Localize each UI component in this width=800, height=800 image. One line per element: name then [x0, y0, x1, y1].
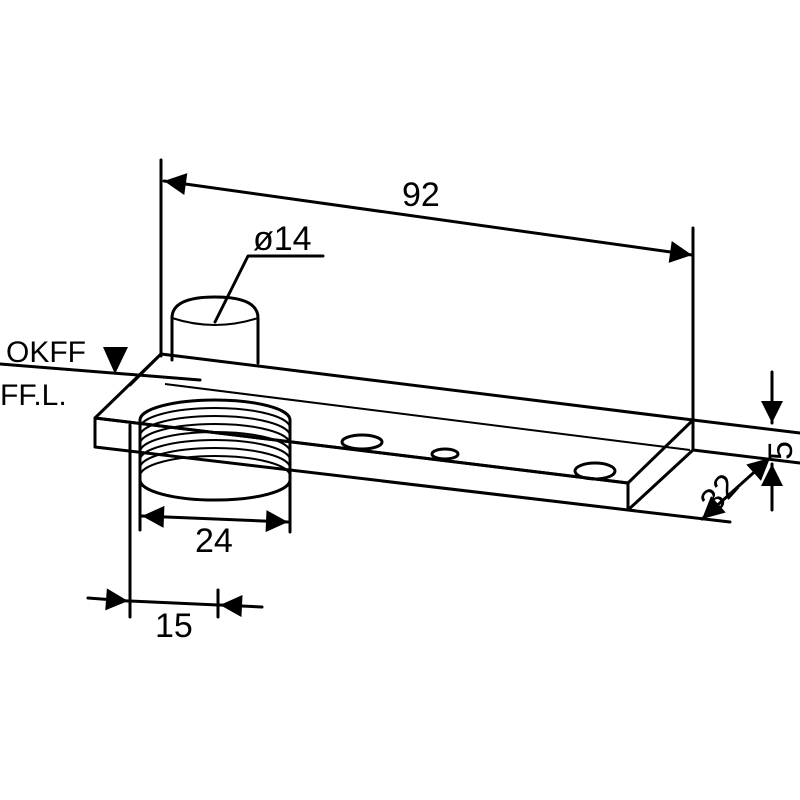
mounting-hole [573, 461, 617, 481]
dimension-5: 5 [761, 370, 800, 512]
pin-diameter-label: ø14 [253, 220, 312, 258]
mounting-hole [430, 447, 460, 461]
mounting-hole [340, 433, 384, 451]
dimension-length-label: 92 [402, 176, 440, 214]
dimension-15: 15 [86, 588, 264, 645]
thread-diameter-label: 24 [195, 522, 233, 560]
floor-level-marker: OKFF FF.L. [0, 336, 202, 412]
level-triangle-icon [103, 347, 128, 374]
dimension-24: 24 [140, 505, 290, 560]
width-label: 32 [693, 467, 747, 521]
ffl-label: FF.L. [0, 379, 67, 412]
okff-label: OKFF [6, 336, 86, 369]
dimension-92: 92 [162, 173, 694, 263]
thickness-label: 5 [762, 441, 800, 460]
threaded-bush [138, 398, 292, 502]
base-plate [93, 352, 695, 512]
pivot-pin [170, 295, 260, 365]
extension-lines [128, 158, 800, 619]
dimension-32: 32 [693, 456, 772, 521]
offset-label: 15 [155, 607, 193, 645]
dimension-pin-diameter: ø14 [213, 220, 325, 324]
